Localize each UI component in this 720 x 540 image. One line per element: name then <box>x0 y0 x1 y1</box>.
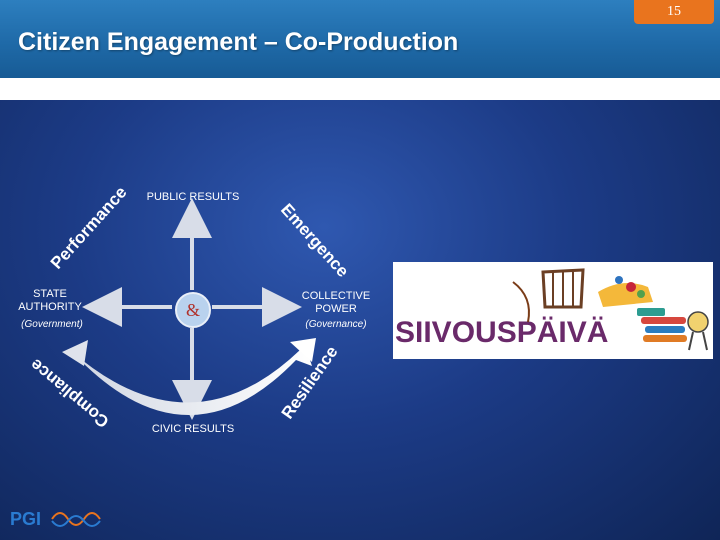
bottom-arc-left-head <box>62 340 88 366</box>
siivouspaiva-illustration: SIIVOUSPÄIVÄ <box>393 262 713 359</box>
label-civic-results: CIVIC RESULTS <box>151 423 235 435</box>
arc-label-emergence: Emergence <box>277 200 352 281</box>
page-number-tab <box>634 0 714 24</box>
page-number: 15 <box>667 4 681 19</box>
ampersand-node: & <box>175 292 211 328</box>
illustration-text: SIIVOUSPÄIVÄ <box>395 316 608 349</box>
label-governance: (Governance) <box>305 319 367 330</box>
logo-text: PGI <box>10 509 41 529</box>
bottom-arc <box>70 345 312 415</box>
label-government: (Government) <box>21 319 83 330</box>
pgi-logo: PGI <box>10 509 101 529</box>
header-separator <box>0 78 720 100</box>
header-bar <box>0 0 720 78</box>
label-state-authority: STATE AUTHORITY <box>18 288 82 313</box>
label-collective-power: COLLECTIVE POWER <box>301 290 371 315</box>
bottom-arc-right-head <box>290 338 316 362</box>
page-title: Citizen Engagement – Co-Production <box>18 28 459 56</box>
label-public-results: PUBLIC RESULTS <box>146 191 240 203</box>
arc-label-compliance: Compliance <box>27 355 113 431</box>
arc-label-performance: Performance <box>47 183 131 273</box>
